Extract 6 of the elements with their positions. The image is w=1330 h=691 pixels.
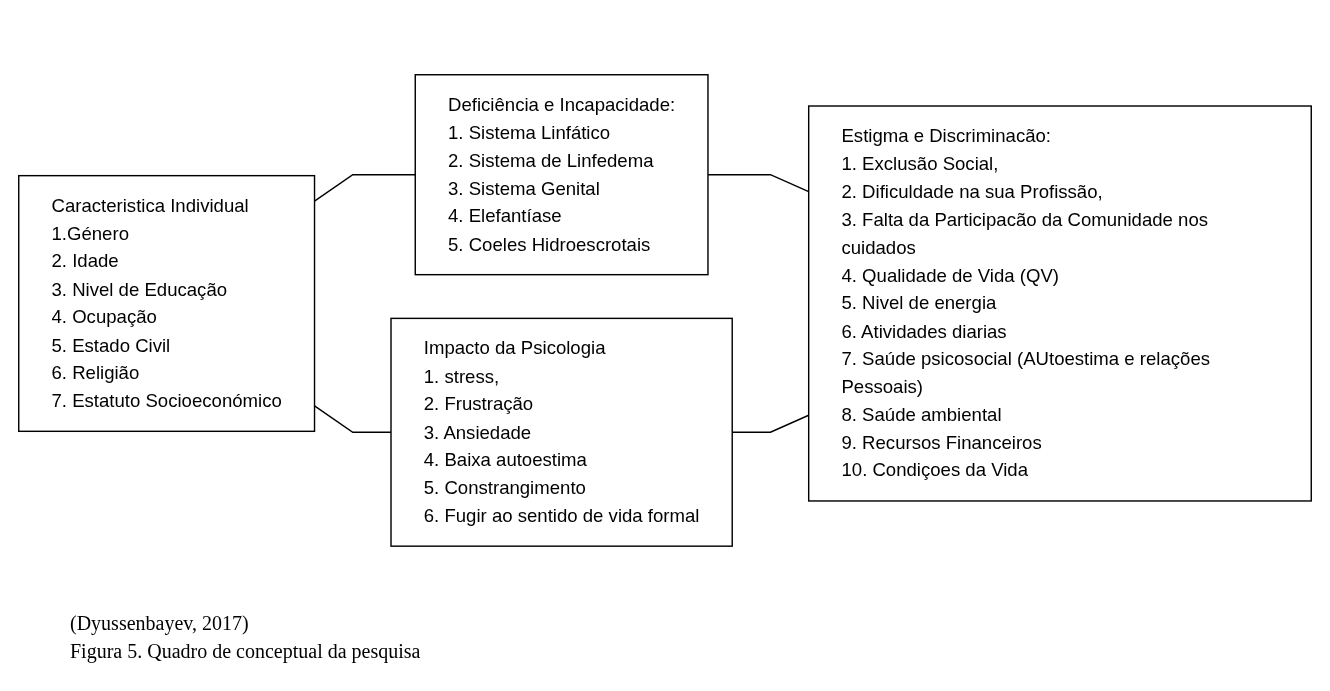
- figure-caption: Figura 5. Quadro de conceptual da pesquisa: [70, 640, 421, 663]
- node-box: Caracteristica Individual 1.Género 2. Idade 3. Nivel de Educação 4. Ocupação 5. Estado Civil 6. Religião 7. Estatuto Socioeconómico: [18, 174, 316, 432]
- citation-text: (Dyussenbayev, 2017): [70, 612, 249, 635]
- node-box: Estigma e Discriminacão: 1. Exclusão Social, 2. Dificuldade na sua Profissão, 3. Falta da Participacão da Comunidade nos cuidados 4. Qualidade de Vida (QV) 5. Nivel de energia 6. Atividades diarias 7. Saúde psicosocial (AUtoestima e relações Pessoais) 8. Saúde ambiental 9. Recursos Financeiros 10. Condiçoes da Vida: [808, 104, 1312, 502]
- node-box: Deficiência e Incapacidade: 1. Sistema Linfático 2. Sistema de Linfedema 3. Sistema Genital 4. Elefantíase 5. Coeles Hidroescrotais: [414, 73, 709, 275]
- node-box: Impacto da Psicologia 1. stress, 2. Frustração 3. Ansiedade 4. Baixa autoestima 5. Constrangimento 6. Fugir ao sentido de vida formal: [390, 317, 733, 547]
